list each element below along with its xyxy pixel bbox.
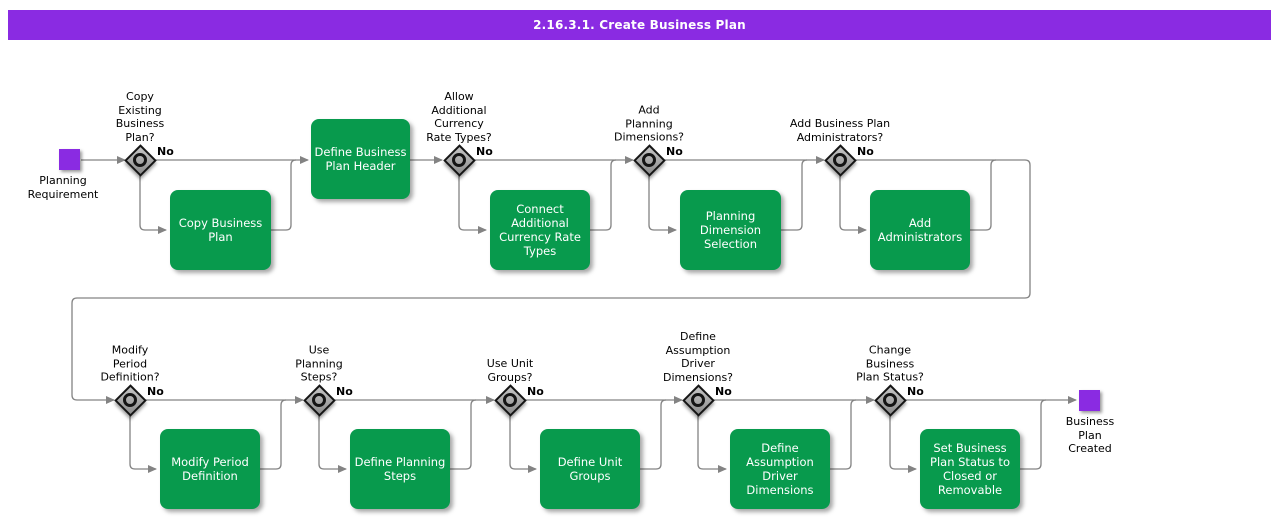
decision-label-change-business-plan-status: Change Business Plan Status?	[856, 343, 924, 384]
decision-gateway-ring-change-business-plan-status	[883, 393, 897, 407]
no-label-copy-existing-business-plan: No	[157, 145, 174, 158]
decision-gateway-ring-use-planning-steps	[312, 393, 326, 407]
no-label-change-business-plan-status: No	[907, 385, 924, 398]
start-event-planning-requirement	[59, 149, 80, 170]
decision-gateway-ring-allow-additional-currency-rate-types	[452, 153, 466, 167]
decision-label-add-planning-dimensions: Add Planning Dimensions?	[613, 103, 685, 144]
task-add-administrators[interactable]: Add Administrators	[870, 190, 970, 270]
task-define-business-plan-header[interactable]: Define Business Plan Header	[311, 119, 410, 199]
no-label-add-planning-dimensions: No	[666, 145, 683, 158]
task-define-unit-groups[interactable]: Define Unit Groups	[540, 429, 640, 509]
no-label-define-assumption-driver-dimensions: No	[715, 385, 732, 398]
decision-label-define-assumption-driver-dimensions: Define Assumption Driver Dimensions?	[662, 330, 734, 384]
connector-group	[71, 156, 1077, 473]
end-event-business-plan-created	[1079, 390, 1100, 411]
decision-label-modify-period-definition: Modify Period Definition?	[100, 343, 160, 384]
decision-gateway-ring-copy-existing-business-plan	[133, 153, 147, 167]
end-event-label-business-plan-created: Business Plan Created	[1065, 415, 1115, 455]
start-event-label-planning-requirement: Planning Requirement	[27, 174, 99, 201]
decision-label-copy-existing-business-plan: Copy Existing Business Plan?	[115, 90, 165, 144]
no-label-use-planning-steps: No	[336, 385, 353, 398]
decision-label-use-unit-groups: Use Unit Groups?	[486, 357, 534, 384]
no-label-allow-additional-currency-rate-types: No	[476, 145, 493, 158]
task-modify-period-definition[interactable]: Modify Period Definition	[160, 429, 260, 509]
decision-gateway-ring-use-unit-groups	[503, 393, 517, 407]
task-connect-additional-currency-rate-types[interactable]: Connect Additional Currency Rate Types	[490, 190, 590, 270]
decision-label-use-planning-steps: Use Planning Steps?	[295, 343, 343, 384]
no-label-modify-period-definition: No	[147, 385, 164, 398]
task-define-assumption-driver-dimensions[interactable]: Define Assumption Driver Dimensions	[730, 429, 830, 509]
task-copy-business-plan[interactable]: Copy Business Plan	[170, 190, 271, 270]
decision-gateway-ring-modify-period-definition	[123, 393, 137, 407]
decision-gateway-ring-add-planning-dimensions	[642, 153, 656, 167]
decision-gateway-ring-define-assumption-driver-dimensions	[691, 393, 705, 407]
decision-gateway-ring-add-business-plan-administrators	[833, 153, 847, 167]
task-define-planning-steps[interactable]: Define Planning Steps	[350, 429, 450, 509]
task-planning-dimension-selection[interactable]: Planning Dimension Selection	[680, 190, 781, 270]
diagram-title: 2.16.3.1. Create Business Plan	[533, 18, 746, 32]
decision-label-allow-additional-currency-rate-types: Allow Additional Currency Rate Types?	[426, 90, 492, 144]
task-set-business-plan-status-to-closed-or-removable[interactable]: Set Business Plan Status to Closed or Re…	[920, 429, 1020, 509]
decision-label-add-business-plan-administrators: Add Business Plan Administrators?	[789, 117, 891, 144]
no-label-use-unit-groups: No	[527, 385, 544, 398]
diagram-title-bar: 2.16.3.1. Create Business Plan	[8, 10, 1271, 40]
no-label-add-business-plan-administrators: No	[857, 145, 874, 158]
